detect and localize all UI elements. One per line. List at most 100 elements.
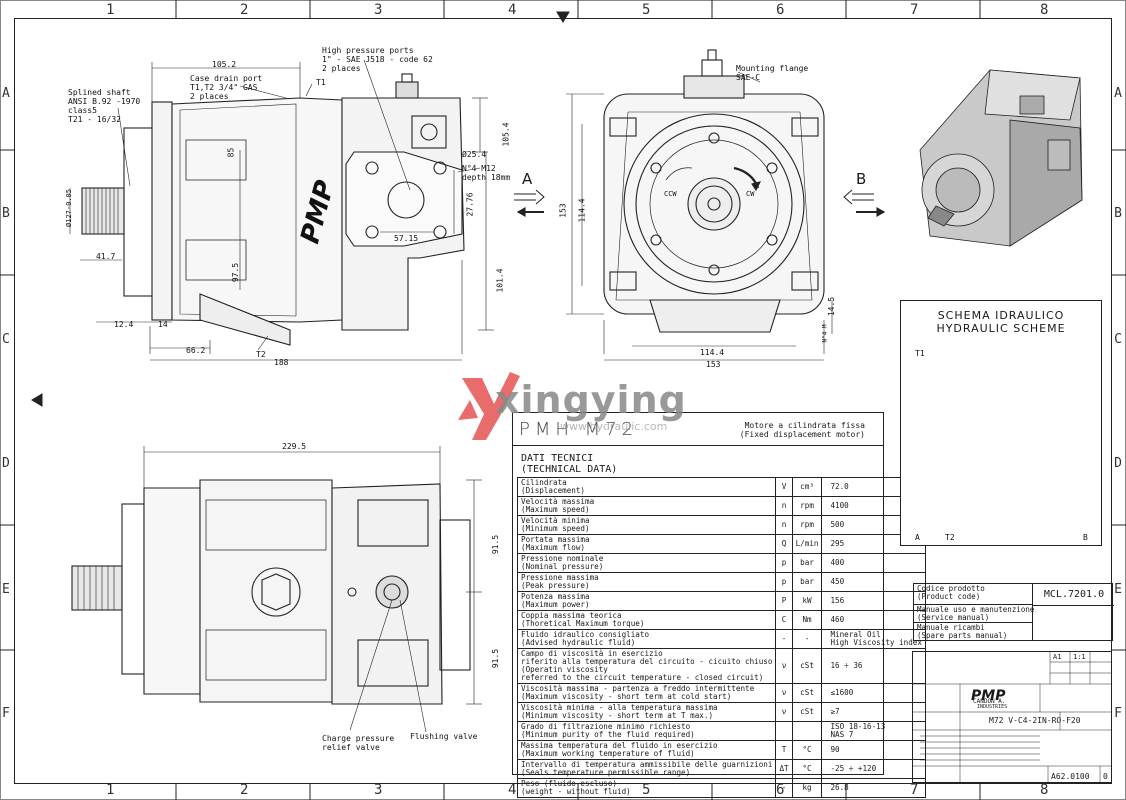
product-code-value: MCL.7201.0 (1032, 584, 1115, 605)
tech-cell-value: 156 (821, 591, 926, 611)
tech-row: Viscosità massima - partenza a freddo in… (516, 683, 926, 703)
tech-cell-symbol: T (775, 740, 793, 760)
tech-cell-unit: cSt (791, 648, 823, 684)
zone-col-1-bottom: 1 (106, 782, 115, 798)
tech-cell-name: Massima temperatura del fluido in eserci… (516, 740, 777, 760)
tech-cell-value: ISO 18-16-13 NAS 7 (821, 721, 926, 741)
t2-port-label: T2 (256, 350, 266, 359)
tech-cell-name: Viscosità massima - partenza a freddo in… (516, 683, 777, 703)
dim-66-2: 66.2 (186, 346, 206, 355)
zone-row-b-right: B (1114, 206, 1122, 221)
tech-cell-name: Velocità minima (Minimum speed) (516, 515, 777, 535)
tech-cell-unit: cm³ (791, 477, 823, 497)
tech-cell-unit: kW (791, 591, 823, 611)
tech-row: Viscosità minima - alla temperatura mass… (516, 702, 926, 722)
tech-cell-value: 400 (821, 553, 926, 573)
high-pressure-note: High pressure ports 1" - SAE J518 - code… (322, 46, 433, 73)
tech-cell-value: 90 (821, 740, 926, 760)
pmp-logo: PMP (971, 688, 1006, 704)
pmp-logo-sub: INDUSTRIES (977, 704, 1008, 710)
motor-model-title: PMH M72 (519, 419, 639, 440)
mounting-flange-note: Mounting flange SAE-C (736, 64, 809, 82)
zone-row-c: C (2, 332, 10, 347)
ccw-label: CCW (664, 190, 677, 198)
product-code-label: Codice prodotto (Product code) (914, 584, 1032, 605)
zone-col-5: 5 (642, 2, 651, 18)
service-manual-label: Manuale uso e manutenzione (Service manu… (914, 605, 1034, 623)
tech-cell-symbol: V (775, 477, 793, 497)
dim-d25-4: Ø25.4 (462, 150, 487, 159)
tech-cell-unit: cSt (791, 683, 823, 703)
dim-91-5-upper: 91.5 (491, 534, 501, 555)
tech-cell-symbol: ν (775, 702, 793, 722)
dim-14: 14 (158, 320, 168, 329)
spare-parts-label: Manuale ricambi (Spare parts manual) (917, 623, 1008, 640)
tech-row: Peso (fluido escluso) (weight - without … (516, 778, 926, 798)
tech-cell-unit: rpm (791, 496, 823, 516)
zone-col-8-bottom: 8 (1040, 782, 1049, 798)
technical-data-heading: DATI TECNICI (TECHNICAL DATA) (521, 453, 618, 475)
charge-relief-note: Charge pressure relief valve (322, 734, 395, 752)
sheet-size: A1 (1053, 653, 1062, 661)
tech-row: Fluido idraulico consigliato (Advised hy… (516, 629, 926, 649)
zone-col-6: 6 (776, 2, 785, 18)
dim-85: 85 (226, 147, 236, 158)
tech-cell-value: 26.8 (821, 778, 926, 798)
zone-col-3-bottom: 3 (374, 782, 383, 798)
tech-cell-symbol: P (775, 591, 793, 611)
zone-col-1: 1 (106, 2, 115, 18)
zone-row-f-right: F (1114, 706, 1122, 721)
zone-col-4-bottom: 4 (508, 782, 517, 798)
motor-type-label: Motore a cilindrata fissa (Fixed displac… (739, 421, 865, 439)
tech-cell-unit: Nm (791, 610, 823, 630)
front-view (514, 49, 886, 361)
manual-code-cells (1032, 605, 1114, 641)
dim-d127: Ø127-0.05 (64, 189, 73, 227)
zone-col-7: 7 (910, 2, 919, 18)
zone-col-2-bottom: 2 (240, 782, 249, 798)
hyd-t2-label: T2 (945, 533, 955, 542)
zone-row-d-right: D (1114, 456, 1122, 471)
zone-col-8: 8 (1040, 2, 1049, 18)
tech-row: Campo di viscosità in esercizio riferito… (516, 648, 926, 684)
tech-cell-name: Potenza massima (Maximum power) (516, 591, 777, 611)
tech-cell-symbol: n (775, 515, 793, 535)
flushing-valve-note: Flushing valve (410, 732, 478, 741)
tech-cell-name: Grado di filtrazione minimo richiesto (M… (516, 721, 777, 741)
tech-cell-unit: bar (791, 553, 823, 573)
tech-cell-symbol: ν (775, 683, 793, 703)
dim-101-4: 101.4 (495, 268, 505, 293)
zone-col-3: 3 (374, 2, 383, 18)
tech-cell-value: 16 ÷ 36 (821, 648, 926, 684)
hydraulic-scheme-panel: SCHEMA IDRAULICO HYDRAULIC SCHEME T1 T2 … (900, 300, 1102, 546)
tech-cell-name: Pressione massima (Peak pressure) (516, 572, 777, 592)
tech-row: Grado di filtrazione minimo richiesto (M… (516, 721, 926, 741)
title-block: PMP INDUSTRIES CANDON A. M72 V-C4-2IN-RO… (912, 651, 1112, 783)
tech-cell-symbol: p (775, 553, 793, 573)
tech-cell-unit: L/min (791, 534, 823, 554)
drawing-scale: 1:1 (1073, 653, 1086, 661)
title-block-lines (912, 651, 1112, 783)
case-drain-note: Case drain port T1,T2 3/4" GAS 2 places (190, 74, 263, 101)
tech-cell-symbol: - (775, 778, 793, 798)
watermark-logo (458, 372, 520, 440)
dim-188: 188 (274, 358, 289, 367)
zone-row-d: D (2, 456, 10, 471)
tech-cell-name: Velocità massima (Maximum speed) (516, 496, 777, 516)
tech-cell-unit: rpm (791, 515, 823, 535)
tech-cell-value: -25 ÷ +120 (821, 759, 926, 779)
tech-title-row: PMH M72 Motore a cilindrata fissa (Fixed… (513, 413, 883, 446)
tech-cell-symbol: n (775, 496, 793, 516)
tech-cell-symbol: p (775, 572, 793, 592)
tech-cell-value: ≥7 (821, 702, 926, 722)
tech-cell-name: Campo di viscosità in esercizio riferito… (516, 648, 777, 684)
cw-label: CW (746, 190, 755, 198)
view-b-label: B (856, 170, 867, 188)
tech-cell-symbol: Q (775, 534, 793, 554)
tech-cell-value: Mineral Oil High Viscosity index (821, 629, 926, 649)
hydraulic-title-en: HYDRAULIC SCHEME (936, 322, 1066, 335)
